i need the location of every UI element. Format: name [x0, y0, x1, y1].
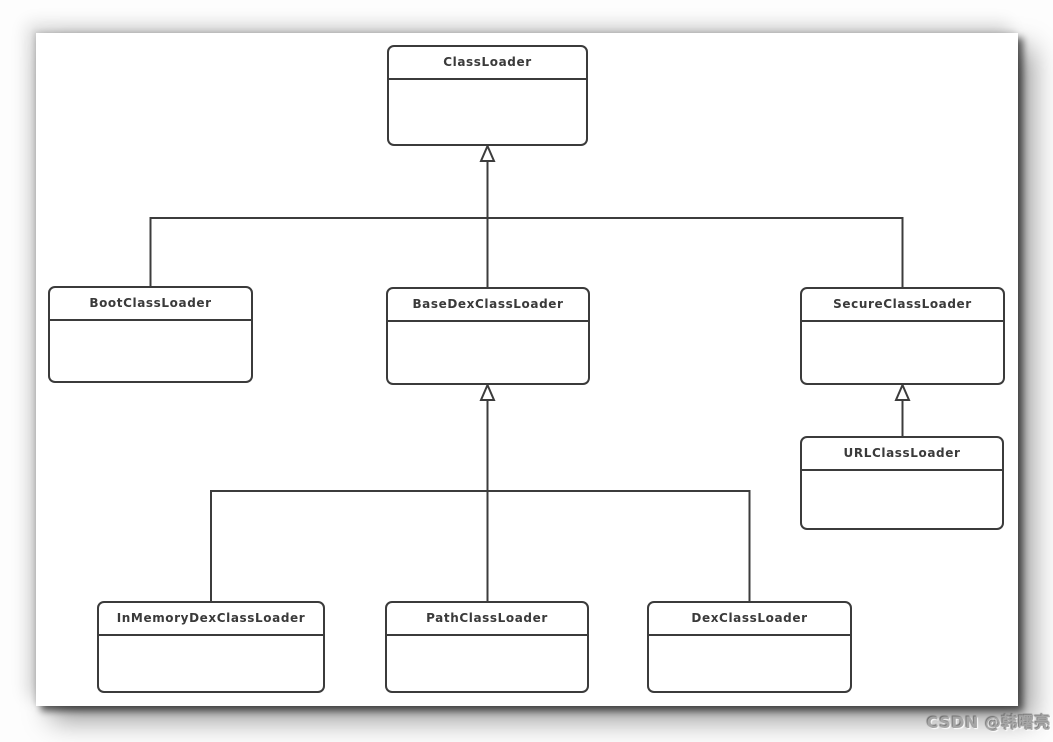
class-node-pathclassloader: PathClassLoader: [385, 601, 589, 693]
inheritance-edges: [149, 143, 911, 601]
class-attributes-compartment: [802, 322, 1003, 383]
class-name-label: BootClassLoader: [50, 288, 251, 321]
class-node-secureclassloader: SecureClassLoader: [800, 287, 1005, 385]
class-attributes-compartment: [649, 636, 850, 691]
class-attributes-compartment: [50, 321, 251, 381]
class-attributes-compartment: [99, 636, 323, 691]
class-node-dexclassloader: DexClassLoader: [647, 601, 852, 693]
class-name-label: BaseDexClassLoader: [388, 289, 588, 322]
class-attributes-compartment: [802, 471, 1002, 528]
edge-bus-bottom: [210, 490, 751, 601]
edge-lines: [149, 161, 904, 601]
diagram-canvas: ClassLoader BootClassLoader BaseDexClass…: [36, 33, 1018, 706]
generalization-arrowheads: [479, 143, 911, 401]
class-node-inmemorydexclassloader: InMemoryDexClassLoader: [97, 601, 325, 693]
watermark: CSDN @韩曙亮: [926, 713, 1051, 732]
class-attributes-compartment: [388, 322, 588, 383]
class-node-bootclassloader: BootClassLoader: [48, 286, 253, 383]
generalization-arrow-icon: [894, 382, 911, 401]
class-name-label: InMemoryDexClassLoader: [99, 603, 323, 636]
class-node-classloader: ClassLoader: [387, 45, 588, 146]
class-node-basedexclassloader: BaseDexClassLoader: [386, 287, 590, 385]
class-attributes-compartment: [389, 80, 586, 144]
class-attributes-compartment: [387, 636, 587, 691]
generalization-arrow-icon: [479, 143, 496, 162]
class-name-label: DexClassLoader: [649, 603, 850, 636]
class-name-label: PathClassLoader: [387, 603, 587, 636]
class-name-label: SecureClassLoader: [802, 289, 1003, 322]
class-node-urlclassloader: URLClassLoader: [800, 436, 1004, 530]
class-name-label: ClassLoader: [389, 47, 586, 80]
class-name-label: URLClassLoader: [802, 438, 1002, 471]
generalization-arrow-icon: [479, 382, 496, 401]
edge-bus-top: [149, 217, 904, 287]
